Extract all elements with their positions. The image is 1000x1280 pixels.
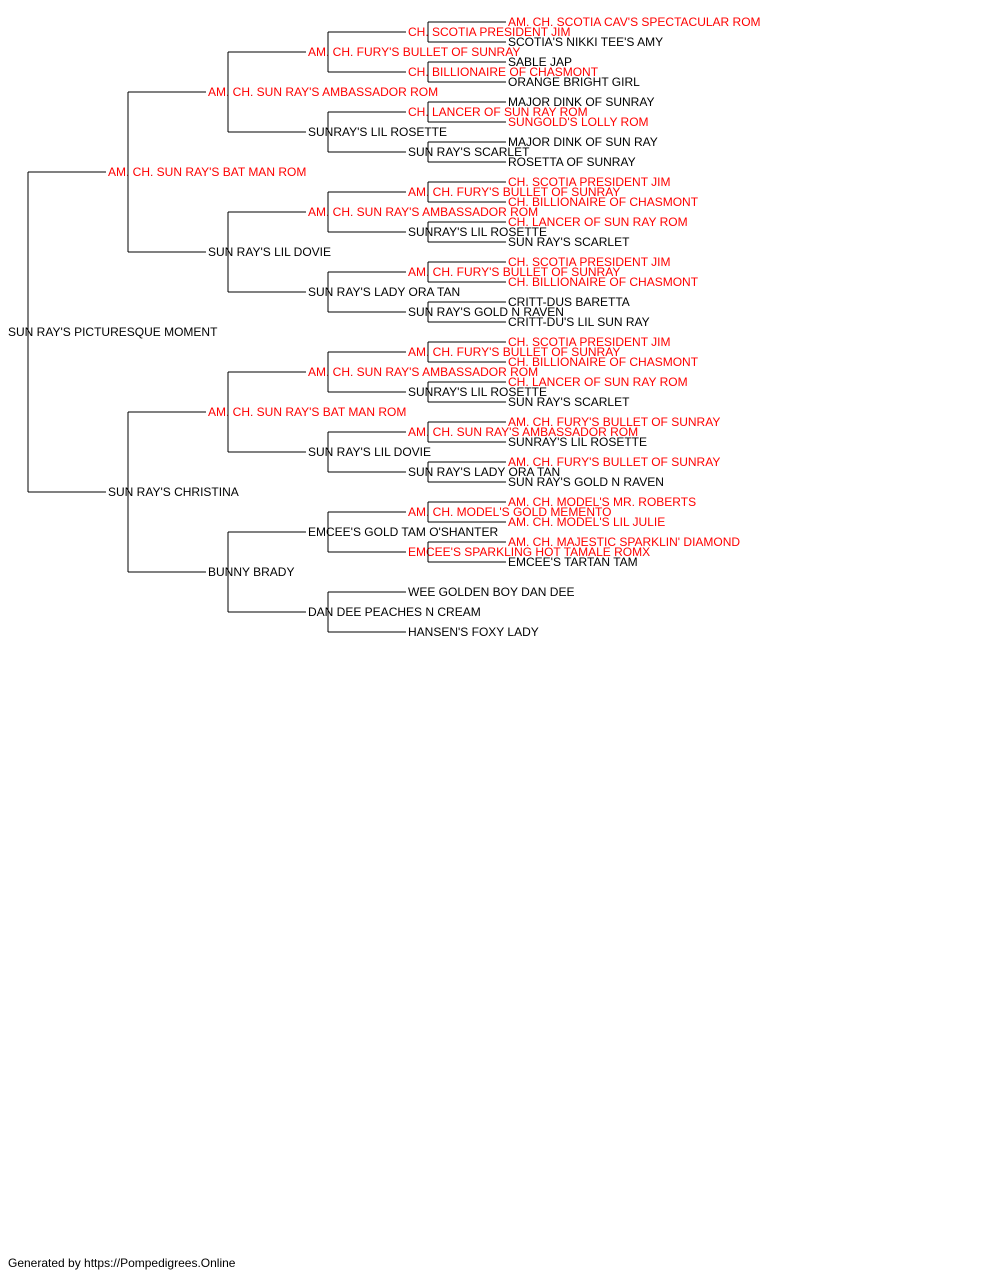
dog-name-sire-sire-dam-sire-sire: MAJOR DINK OF SUNRAY <box>508 95 654 109</box>
dog-name-dam-sire-dam-sire: AM. CH. SUN RAY'S AMBASSADOR ROM <box>408 425 638 439</box>
dog-name-dam-sire-dam: SUN RAY'S LIL DOVIE <box>308 445 431 459</box>
dog-name-sire-dam-dam-dam-sire: CRITT-DUS BARETTA <box>508 295 630 309</box>
dog-name-sire-dam-sire: AM. CH. SUN RAY'S AMBASSADOR ROM <box>308 205 538 219</box>
dog-name-sire-dam-dam-sire: AM. CH. FURY'S BULLET OF SUNRAY <box>408 265 620 279</box>
generated-by-footer: Generated by https://Pompedigrees.Online <box>8 1256 236 1270</box>
dog-name-sire-sire-dam-dam: SUN RAY'S SCARLET <box>408 145 530 159</box>
dog-name-sire-sire-dam-dam-dam: ROSETTA OF SUNRAY <box>508 155 636 169</box>
dog-name-sire-sire-dam-sire-dam: SUNGOLD'S LOLLY ROM <box>508 115 649 129</box>
dog-name-dam-dam-dam: DAN DEE PEACHES N CREAM <box>308 605 481 619</box>
dog-name-sire-dam-dam-dam: SUN RAY'S GOLD N RAVEN <box>408 305 564 319</box>
dog-name-dam-sire-sire-sire-sire: CH. SCOTIA PRESIDENT JIM <box>508 335 670 349</box>
dog-name-dam-sire-dam-dam-dam: SUN RAY'S GOLD N RAVEN <box>508 475 664 489</box>
dog-name-sire-dam-dam-sire-dam: CH. BILLIONAIRE OF CHASMONT <box>508 275 699 289</box>
dog-name-sire-dam-sire-sire-dam: CH. BILLIONAIRE OF CHASMONT <box>508 195 699 209</box>
dog-name-root: SUN RAY'S PICTURESQUE MOMENT <box>8 325 218 339</box>
dog-name-sire-sire-sire-sire-dam: SCOTIA'S NIKKI TEE'S AMY <box>508 35 663 49</box>
dog-name-sire-sire-dam: SUNRAY'S LIL ROSETTE <box>308 125 447 139</box>
dog-name-dam-sire-sire: AM. CH. SUN RAY'S AMBASSADOR ROM <box>308 365 538 379</box>
dog-name-dam-dam-dam-sire: WEE GOLDEN BOY DAN DEE <box>408 585 574 599</box>
dog-name-sire-dam-sire-sire: AM. CH. FURY'S BULLET OF SUNRAY <box>408 185 620 199</box>
dog-name-sire-sire-sire: AM. CH. FURY'S BULLET OF SUNRAY <box>308 45 520 59</box>
dog-name-dam-sire: AM. CH. SUN RAY'S BAT MAN ROM <box>208 405 406 419</box>
dog-name-sire-dam-sire-dam: SUNRAY'S LIL ROSETTE <box>408 225 547 239</box>
dog-name-dam-dam-sire-sire-dam: AM. CH. MODEL'S LIL JULIE <box>508 515 665 529</box>
dog-name-sire-sire-sire-sire: CH. SCOTIA PRESIDENT JIM <box>408 25 570 39</box>
dog-name-dam-dam-sire-sire: AM. CH. MODEL'S GOLD MEMENTO <box>408 505 611 519</box>
dog-name-sire-dam-dam-sire-sire: CH. SCOTIA PRESIDENT JIM <box>508 255 670 269</box>
dog-name-sire-dam-sire-sire-sire: CH. SCOTIA PRESIDENT JIM <box>508 175 670 189</box>
dog-name-sire-sire-dam-dam-sire: MAJOR DINK OF SUN RAY <box>508 135 658 149</box>
dog-name-dam-sire-sire-sire-dam: CH. BILLIONAIRE OF CHASMONT <box>508 355 699 369</box>
dog-name-dam-sire-dam-dam: SUN RAY'S LADY ORA TAN <box>408 465 560 479</box>
dog-name-sire-dam-dam-dam-dam: CRITT-DU'S LIL SUN RAY <box>508 315 650 329</box>
dog-name-dam-sire-dam-sire-dam: SUNRAY'S LIL ROSETTE <box>508 435 647 449</box>
dog-name-sire-sire-sire-sire-sire: AM. CH. SCOTIA CAV'S SPECTACULAR ROM <box>508 15 761 29</box>
dog-name-dam-dam-sire: EMCEE'S GOLD TAM O'SHANTER <box>308 525 499 539</box>
dog-name-sire-sire-sire-dam: CH. BILLIONAIRE OF CHASMONT <box>408 65 599 79</box>
dog-name-dam-dam-sire-sire-sire: AM. CH. MODEL'S MR. ROBERTS <box>508 495 696 509</box>
dog-name-sire-dam-dam: SUN RAY'S LADY ORA TAN <box>308 285 460 299</box>
dog-name-dam-sire-sire-dam: SUNRAY'S LIL ROSETTE <box>408 385 547 399</box>
dog-name-dam-sire-dam-sire-sire: AM. CH. FURY'S BULLET OF SUNRAY <box>508 415 720 429</box>
dog-name-sire-sire-sire-dam-sire: SABLE JAP <box>508 55 572 69</box>
dog-name-sire-sire-sire-dam-dam: ORANGE BRIGHT GIRL <box>508 75 640 89</box>
dog-name-dam-sire-sire-dam-dam: SUN RAY'S SCARLET <box>508 395 630 409</box>
dog-name-sire-dam: SUN RAY'S LIL DOVIE <box>208 245 331 259</box>
dog-name-dam-sire-dam-dam-sire: AM. CH. FURY'S BULLET OF SUNRAY <box>508 455 720 469</box>
dog-name-dam-dam-sire-dam: EMCEE'S SPARKLING HOT TAMALE ROMX <box>408 545 650 559</box>
dog-name-dam: SUN RAY'S CHRISTINA <box>108 485 239 499</box>
dog-name-dam-sire-sire-sire: AM. CH. FURY'S BULLET OF SUNRAY <box>408 345 620 359</box>
dog-name-sire-dam-sire-dam-sire: CH. LANCER OF SUN RAY ROM <box>508 215 688 229</box>
dog-name-dam-dam-sire-dam-dam: EMCEE'S TARTAN TAM <box>508 555 638 569</box>
dog-name-sire-sire: AM. CH. SUN RAY'S AMBASSADOR ROM <box>208 85 438 99</box>
dog-name-sire-sire-dam-sire: CH. LANCER OF SUN RAY ROM <box>408 105 588 119</box>
dog-name-sire: AM. CH. SUN RAY'S BAT MAN ROM <box>108 165 306 179</box>
dog-name-dam-dam-dam-dam: HANSEN'S FOXY LADY <box>408 625 539 639</box>
dog-name-dam-dam: BUNNY BRADY <box>208 565 294 579</box>
dog-name-dam-sire-sire-dam-sire: CH. LANCER OF SUN RAY ROM <box>508 375 688 389</box>
dog-name-sire-dam-sire-dam-dam: SUN RAY'S SCARLET <box>508 235 630 249</box>
dog-name-dam-dam-sire-dam-sire: AM. CH. MAJESTIC SPARKLIN' DIAMOND <box>508 535 740 549</box>
